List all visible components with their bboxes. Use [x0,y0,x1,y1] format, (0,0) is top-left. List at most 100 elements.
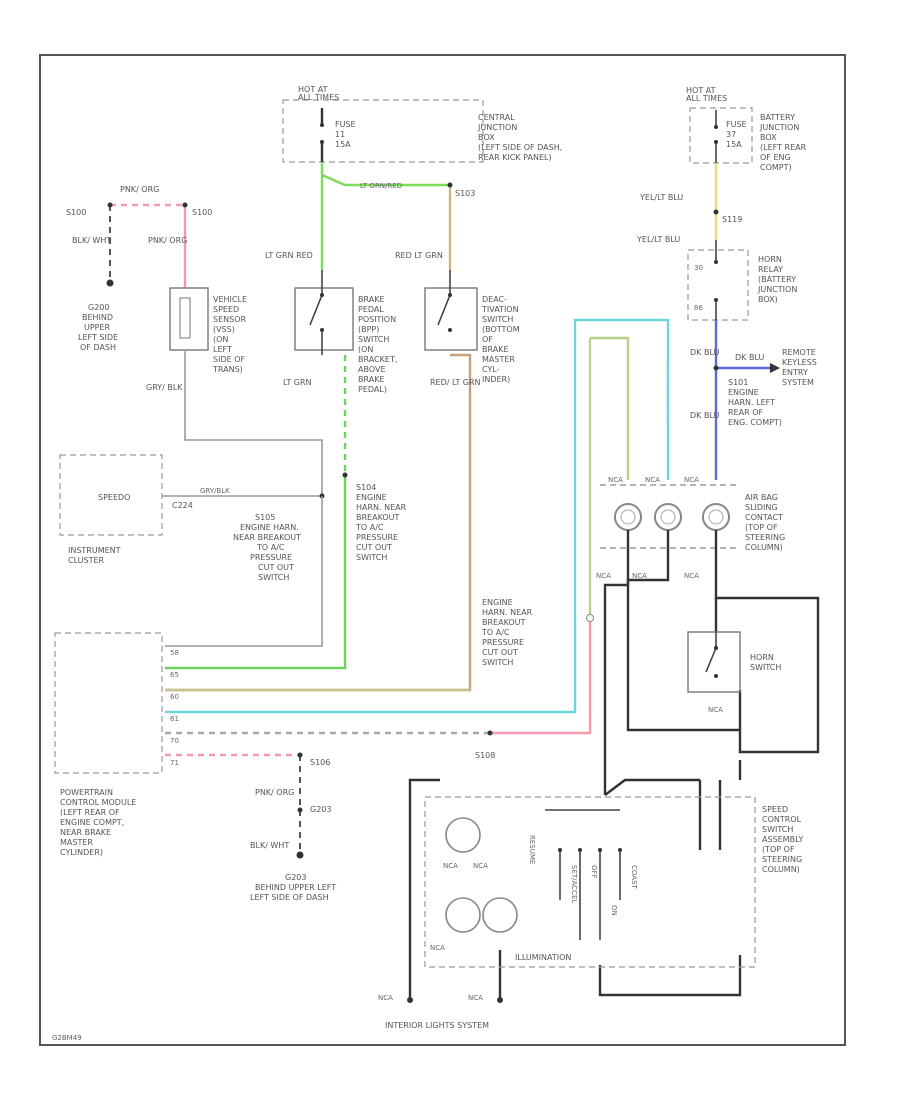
g200-line-3: UPPER [84,323,111,332]
bpp-line-5: SWITCH [358,335,389,344]
pcm-pin-1: 58 [170,649,179,657]
splice-s106: S106 [310,758,330,767]
horn-relay-branch: YEL/LT BLU S119 YEL/LT BLU 30 86 HORN RE… [636,163,817,480]
wire-label-lt-orn-red: LT ORN/RED [360,182,402,190]
airbag-line-5: STEERING [745,533,785,542]
g200-line-4: LEFT SIDE [78,333,118,342]
nca-3: NCA [684,476,699,484]
cjb-line-2: JUNCTION [477,123,517,132]
scs-set-accel: SET/ACCEL [570,865,578,903]
horn-relay-line-2: RELAY [758,265,783,274]
horn-relay-line-1: HORN [758,255,782,264]
s101-line-2: ENGINE [728,388,759,397]
ic-line-1: INSTRUMENT [68,546,121,555]
nca-2: NCA [645,476,660,484]
wire-label-red-lt-grn: RED/ LT GRN [430,378,481,387]
hot-label-left-1: HOT AT [298,85,328,94]
horn-relay-line-3: (BATTERY [758,275,796,284]
eng-harn-line-7: SWITCH [482,658,513,667]
hot-label-left-2: ALL TIMES [298,93,339,102]
pcm-pin-3: 60 [170,693,179,701]
airbag-line-4: (TOP OF [745,523,778,532]
nca-11: NCA [473,862,488,870]
bpp-switch: BRAKE PEDAL POSITION (BPP) SWITCH (ON BR… [294,270,397,394]
vss-line-1: VEHICLE [213,295,247,304]
vss-line-8: TRANS) [212,365,243,374]
splice-s108: S108 [475,751,495,760]
horn-relay-line-4: JUNCTION [757,285,797,294]
instrument-cluster: SPEEDO C224 INSTRUMENT CLUSTER GRY/BLK S… [59,454,325,647]
cjb-line-5: REAR KICK PANEL) [478,153,552,162]
s104-line-2: ENGINE [356,493,387,502]
lt-grn-wire: LT GRN S104 ENGINE HARN. NEAR BREAKOUT T… [165,355,407,670]
wire-label-red-lt-grn-top: RED LT GRN [395,251,443,260]
s101-line-5: ENG. COMPT) [728,418,782,427]
pcm-line-7: CYLINDER) [60,848,103,857]
remote-line-2: KEYLESS [782,358,817,367]
s101-line-1: S101 [728,378,748,387]
bjb-line-5: OF ENG [760,153,791,162]
s104-line-1: S104 [356,483,376,492]
scs-coast: COAST [630,865,638,890]
s105-line-6: CUT OUT [258,563,294,572]
horn-relay-line-5: BOX) [758,295,778,304]
cjb-line-4: (LEFT SIDE OF DASH, [478,143,562,152]
pcm-line-4: ENGINE COMPT, [60,818,124,827]
airbag-line-6: COLUMN) [745,543,783,552]
splice-s103: S103 [455,189,475,198]
air-bag-sliding-contact: NCA NCA NCA AIR BAG SLIDING CONTACT (TOP… [596,476,785,580]
s104-line-4: BREAKOUT [356,513,400,522]
pcm-pin-5: 70 [170,737,179,745]
vss-line-4: (VSS) [213,325,235,334]
wire-label-pnk-org-lower: PNK/ ORG [255,788,294,797]
deact-line-9: INDER) [482,375,510,384]
deact-line-3: SWITCH [482,315,513,324]
vss-ground-branch: PNK/ ORG S100 S100 BLK/ WHT PNK/ ORG G20… [66,185,212,352]
remote-line-1: REMOTE [782,348,816,357]
s101-line-4: REAR OF [728,408,763,417]
fuse-label-right: FUSE [726,120,747,129]
pcm-line-5: NEAR BRAKE [60,828,111,837]
c224-label: C224 [172,501,193,510]
bjb-line-3: BOX [760,133,777,142]
diagram-frame [39,54,846,1046]
deact-line-6: BRAKE [482,345,509,354]
deact-line-8: CYL- [482,365,500,374]
cjb-line-1: CENTRAL [478,113,515,122]
wire-label-gry-blk-h: GRY/BLK [200,487,230,495]
bpp-line-2: PEDAL [358,305,384,314]
nca-5: NCA [632,572,647,580]
remote-line-4: SYSTEM [782,378,814,387]
scs-line-3: SWITCH [762,825,793,834]
vss-line-7: SIDE OF [213,355,245,364]
scs-resume: RESUME [528,835,536,864]
deact-line-5: OF [482,335,493,344]
wire-label-pnk-org-top: PNK/ ORG [120,185,159,194]
eng-harn-line-2: HARN. NEAR [482,608,533,617]
pcm-line-3: (LEFT REAR OF [60,808,120,817]
black-wires: NCA NCA [378,530,820,1003]
cjb-line-3: BOX [478,133,495,142]
pcm-pin-2: 65 [170,671,179,679]
nca-8: NCA [468,994,483,1002]
fuse-amp-left: 15A [335,140,351,149]
wire-label-pnk-org-2: PNK/ ORG [148,236,187,245]
nca-6: NCA [684,572,699,580]
remote-line-3: ENTRY [782,368,808,377]
bpp-line-1: BRAKE [358,295,385,304]
bpp-line-9: BRAKE [358,375,385,384]
horn-switch-line-1: HORN [750,653,774,662]
fuse-num-right: 37 [726,130,736,139]
nca-9: NCA [708,706,723,714]
nca-4: NCA [596,572,611,580]
speedo-label: SPEEDO [98,493,130,502]
wire-label-gry-blk: GRY/ BLK [146,383,183,392]
relay-pin-30: 30 [694,264,703,272]
vss-line-2: SPEED [213,305,239,314]
horn-switch: HORN SWITCH NCA [687,631,781,714]
nca-12: NCA [430,944,445,952]
pcm-line-2: CONTROL MODULE [60,798,136,807]
splice-s100-right: S100 [192,208,212,217]
eng-harn-line-1: ENGINE [482,598,513,607]
bpp-line-6: (ON [358,345,373,354]
